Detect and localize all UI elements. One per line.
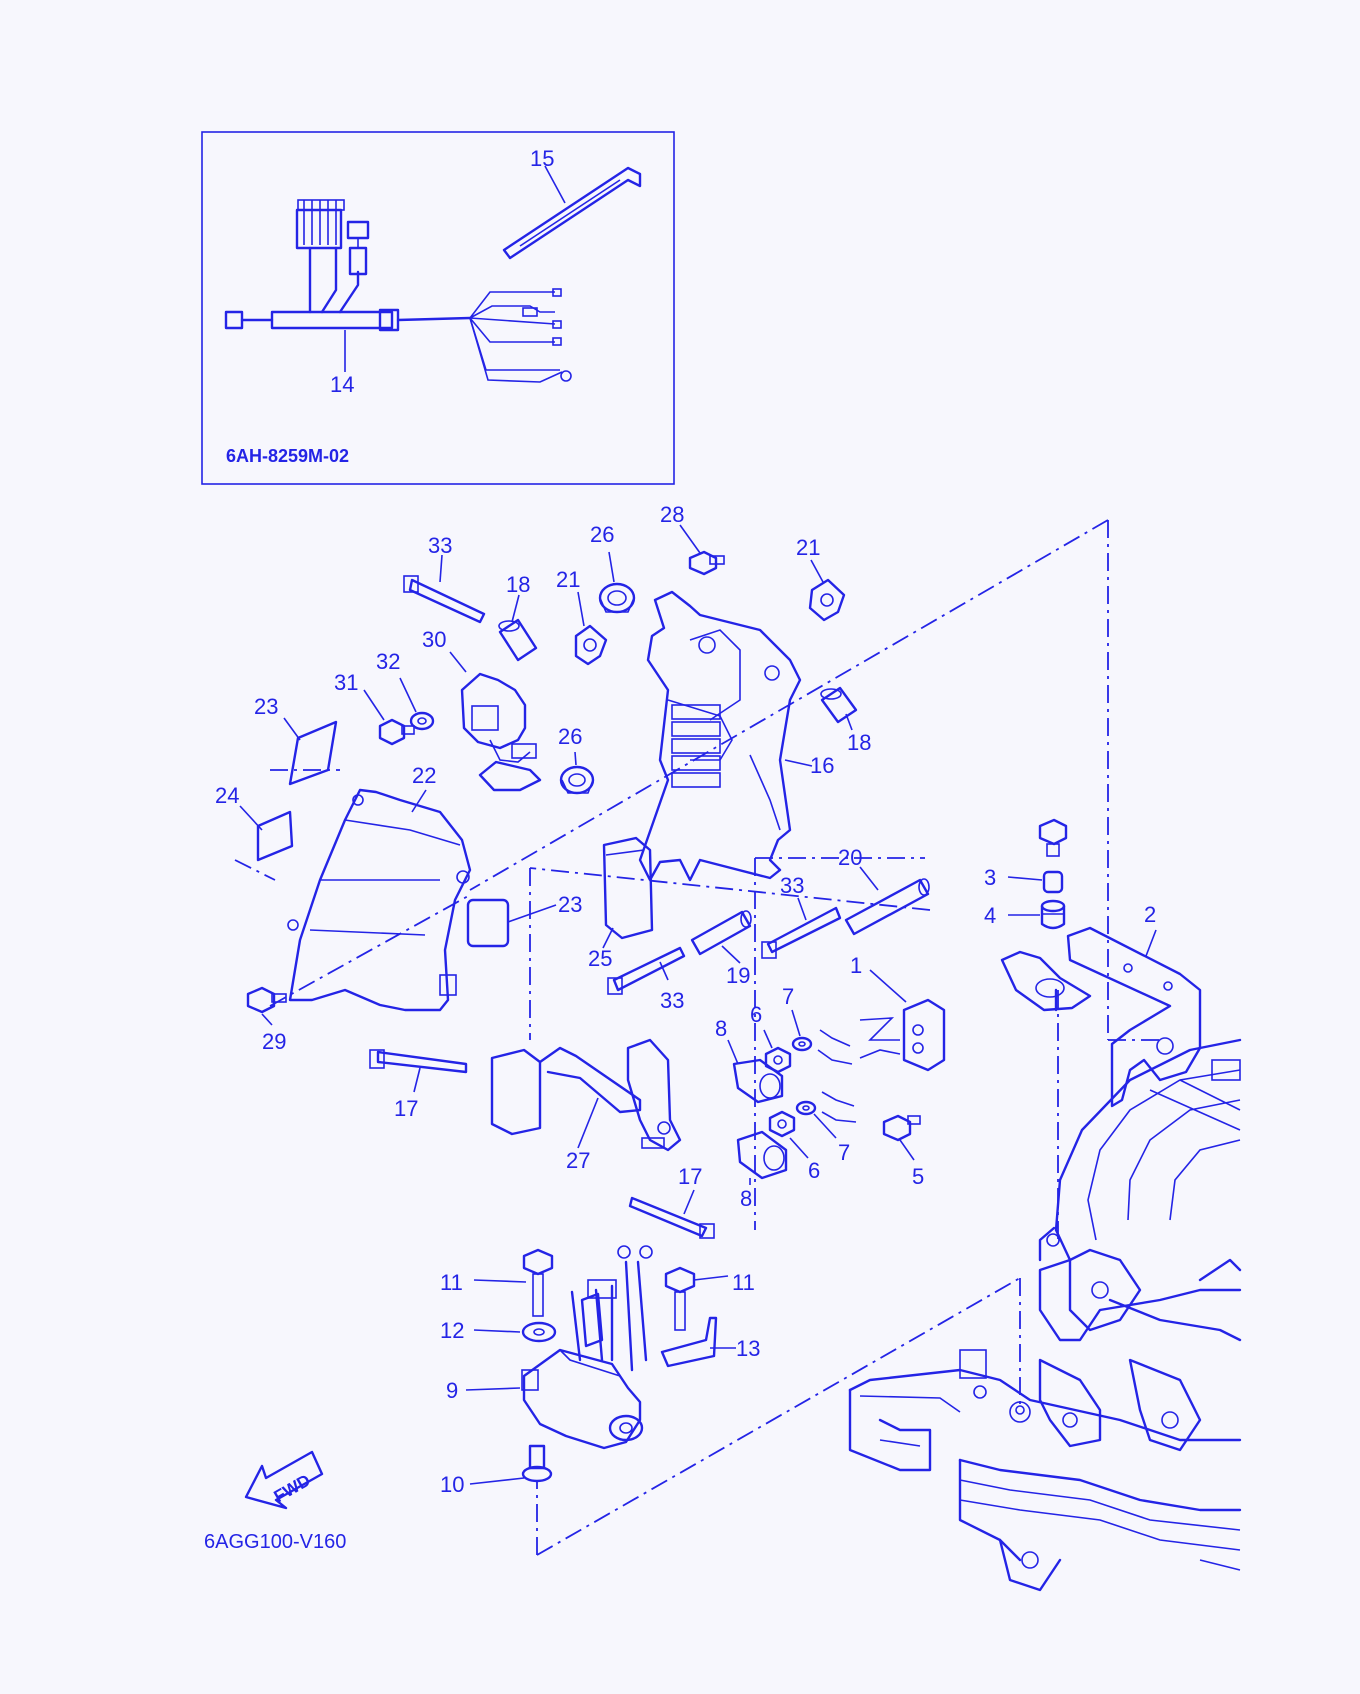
- callout-24: 24: [215, 783, 239, 808]
- callout-15: 15: [530, 146, 554, 171]
- callout-8-bottom: 8: [740, 1186, 752, 1211]
- callout-6-bottom: 6: [808, 1158, 820, 1183]
- cable-tie-part-15: [502, 166, 642, 260]
- callout-14: 14: [330, 372, 354, 397]
- callout-30: 30: [422, 627, 446, 652]
- callout-26-top: 26: [590, 522, 614, 547]
- callout-28: 28: [660, 502, 684, 527]
- callout-2: 2: [1144, 902, 1156, 927]
- inset-part-code: 6AH-8259M-02: [226, 446, 349, 466]
- rectifier-part-9: [521, 1245, 653, 1450]
- callout-7-top: 7: [782, 984, 794, 1009]
- cover-part-22: [287, 788, 472, 1012]
- callout-29: 29: [262, 1029, 286, 1054]
- washer-part-12: [521, 1321, 557, 1343]
- callout-17-left: 17: [394, 1096, 418, 1121]
- callout-21-left: 21: [556, 567, 580, 592]
- callout-8-top: 8: [715, 1016, 727, 1041]
- callout-17-mid: 17: [678, 1164, 702, 1189]
- callout-11-right: 11: [732, 1270, 755, 1295]
- assembly-dash-lines: [234, 519, 1160, 1556]
- wire-harness-part-14: [224, 199, 572, 383]
- cable-clamp-part-21: [574, 578, 846, 666]
- terminal-part-1: [859, 998, 946, 1072]
- collar-part-20: [844, 878, 930, 936]
- callout-33-right: 33: [780, 873, 804, 898]
- cable-tie-part-17: [369, 1049, 715, 1239]
- callout-27: 27: [566, 1148, 590, 1173]
- engine-block: [848, 1038, 1242, 1592]
- callout-22: 22: [412, 763, 436, 788]
- clip-part-13: [660, 1316, 718, 1368]
- callout-33-bottom: 33: [660, 988, 684, 1013]
- callout-32: 32: [376, 649, 400, 674]
- bolt-part-31: [378, 718, 415, 746]
- callout-31: 31: [334, 670, 358, 695]
- collar-part-10: [521, 1444, 553, 1483]
- washer-part-32: [409, 711, 435, 731]
- fwd-label: FWD: [271, 1471, 314, 1507]
- forward-arrow-icon: [244, 1450, 324, 1510]
- callout-33-top: 33: [428, 533, 452, 558]
- callout-18-top: 18: [506, 572, 530, 597]
- cdi-unit-part-30: [460, 672, 542, 792]
- callout-21-right: 21: [796, 535, 820, 560]
- cable-tie-part-33: [403, 575, 842, 995]
- bushing-part-8: [732, 1058, 788, 1180]
- screw-part-28: [688, 550, 725, 576]
- collar-part-18: [498, 618, 858, 724]
- diagram-part-code: 6AGG100-V160: [204, 1531, 346, 1553]
- bolt-part-3: [1038, 818, 1068, 894]
- callout-23-mid: 23: [558, 892, 582, 917]
- washer-part-7: [791, 1029, 857, 1123]
- callout-11-left: 11: [440, 1270, 463, 1295]
- callout-10: 10: [440, 1472, 464, 1497]
- callout-12: 12: [440, 1318, 464, 1343]
- label-part-23: [288, 720, 510, 948]
- plate-part-25: [602, 836, 654, 940]
- collar-part-19: [690, 910, 752, 956]
- callout-6-top: 6: [750, 1002, 762, 1027]
- callout-13: 13: [736, 1336, 760, 1361]
- bolt-part-5: [882, 1114, 921, 1142]
- damper-part-4: [1040, 899, 1066, 930]
- bracket-part-2: [1000, 926, 1202, 1108]
- callout-7-bottom: 7: [838, 1140, 850, 1165]
- callout-26-mid: 26: [558, 724, 582, 749]
- callout-19: 19: [726, 963, 750, 988]
- grommet-part-26: [559, 582, 636, 795]
- callout-23-top: 23: [254, 694, 278, 719]
- bracket-part-16: [638, 590, 802, 882]
- bolt-part-29: [246, 986, 287, 1014]
- callout-18-right: 18: [847, 730, 871, 755]
- callout-9: 9: [446, 1378, 458, 1403]
- nut-part-6: [764, 1046, 796, 1138]
- callout-16: 16: [810, 753, 834, 778]
- label-part-24: [256, 810, 294, 862]
- bolt-part-11: [522, 1248, 696, 1331]
- callout-4: 4: [984, 903, 996, 928]
- stopper-link-part-27: [490, 1038, 682, 1152]
- callout-1: 1: [850, 953, 862, 978]
- inset-frame: [201, 131, 675, 485]
- callout-3: 3: [984, 865, 996, 890]
- callout-25: 25: [588, 946, 612, 971]
- callout-5: 5: [912, 1164, 924, 1189]
- callout-20: 20: [838, 845, 862, 870]
